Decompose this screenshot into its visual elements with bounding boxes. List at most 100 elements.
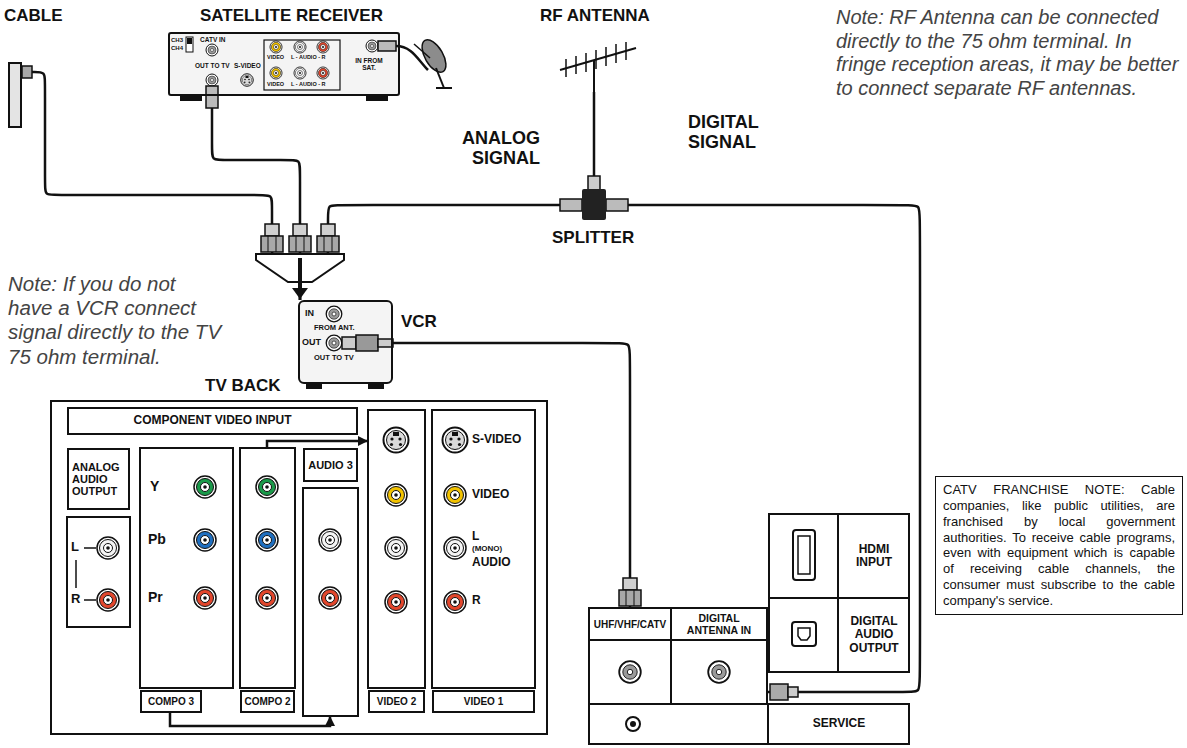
satellite-receiver: SATELLITE RECEIVERCH3CH4CATV INOUT TO TV…	[168, 32, 400, 96]
coax-plug	[356, 335, 378, 351]
coax-cable	[300, 205, 560, 300]
port-label: IN FROM SAT.	[348, 57, 390, 72]
port-cell: SERVICE	[588, 703, 910, 745]
signal-name: S-VIDEO	[472, 433, 521, 446]
coax-jack	[708, 661, 730, 683]
rca-jack	[194, 587, 216, 609]
input-group-header: COMPONENT VIDEO INPUT	[67, 407, 358, 435]
cell-divider	[767, 703, 769, 745]
antenna-mast	[593, 60, 595, 92]
rca-jack	[317, 41, 329, 53]
channel-label: R	[71, 592, 80, 607]
part-name: CABLE	[4, 6, 63, 25]
receiver-foot	[180, 96, 202, 101]
port-name: DIGITAL ANTENNA IN	[672, 609, 766, 640]
satellite-dish	[417, 36, 451, 76]
coax-plug	[378, 339, 393, 347]
tv-back-panel: TV BACKCOMPONENT VIDEO INPUTANALOG AUDIO…	[50, 400, 548, 735]
s-video-jack	[241, 74, 254, 87]
port-label: L - AUDIO - R	[291, 81, 326, 87]
signal-splitter: SPLITTER	[560, 190, 628, 220]
input-name: VIDEO 1	[432, 690, 535, 713]
coax-plug	[317, 224, 339, 252]
input-name: VIDEO 2	[368, 690, 425, 713]
rca-jack	[294, 67, 306, 79]
note-text: Note: If you do not have a VCR connect s…	[8, 272, 223, 369]
part-name: SATELLITE RECEIVER	[200, 6, 383, 25]
part-name: VCR	[401, 312, 437, 331]
group-name: COMPONENT VIDEO INPUT	[69, 409, 356, 433]
s-video-jack	[384, 428, 409, 453]
wall-outlet: CABLE	[8, 62, 22, 128]
signal-name: L	[472, 530, 479, 543]
signal-label: ANALOG SIGNAL	[436, 128, 540, 168]
jack-column: VIDEO 2	[368, 410, 425, 713]
rf-antenna: RF ANTENNA	[555, 36, 639, 92]
port-label: OUT TO TV	[314, 354, 354, 362]
jack-panel	[140, 448, 233, 688]
rca-jack	[319, 587, 341, 609]
coax-jack	[326, 306, 342, 322]
antenna-element	[605, 47, 607, 66]
port-label: VIDEO	[267, 54, 284, 60]
rca-jack	[444, 537, 466, 559]
rca-jack	[444, 484, 466, 506]
coax-jack	[326, 335, 342, 351]
port-label: OUT TO TV	[195, 62, 230, 69]
jack-column: S-VIDEOVIDEOL(MONO)AUDIORVIDEO 1	[432, 410, 535, 713]
leader-line	[84, 599, 96, 601]
port-label: S-VIDEO	[234, 62, 261, 69]
rca-jack	[270, 67, 282, 79]
port-label: VIDEO	[267, 81, 284, 87]
dish-arm	[414, 44, 430, 58]
port-label: FROM ANT.	[314, 324, 355, 332]
group-name: ANALOG AUDIO OUTPUT	[67, 448, 130, 510]
rca-jack	[256, 476, 278, 498]
port-name: SERVICE	[770, 705, 908, 743]
optical-port	[798, 628, 810, 640]
wall-plate	[8, 62, 22, 128]
leader-line	[75, 560, 77, 588]
coax-plug	[289, 224, 311, 252]
coax-plug	[770, 684, 788, 700]
coax-cable	[393, 343, 630, 607]
signal-name: Pr	[148, 590, 163, 606]
antenna-boom	[560, 48, 636, 70]
s-video-jack	[443, 428, 468, 453]
channel-switch	[187, 38, 192, 44]
rca-jack	[97, 589, 119, 611]
input-name: COMPO 3	[140, 690, 202, 713]
coax-cable	[22, 72, 300, 300]
signal-name: (MONO)	[472, 545, 502, 554]
antenna-element	[585, 53, 587, 72]
splitter-port	[606, 199, 628, 211]
rca-jack	[385, 537, 407, 559]
vcr: VCRINFROM ANT.OUTOUT TO TV	[298, 300, 393, 384]
jack-panel	[303, 488, 358, 716]
assignment-arrow	[170, 713, 330, 726]
receiver-body	[168, 32, 400, 96]
port-label: IN	[305, 308, 314, 318]
jack-column: AUDIO 3	[303, 448, 358, 716]
dish-mount	[436, 87, 452, 89]
rca-jack	[319, 529, 341, 551]
splitter-port	[588, 176, 600, 190]
av-jack-panel	[264, 40, 340, 90]
coax-jack	[206, 74, 218, 86]
coax-plug	[206, 86, 218, 108]
service-jack	[626, 717, 640, 731]
note-text: Note: RF Antenna can be connected direct…	[836, 6, 1181, 100]
port-label: CH3	[171, 37, 183, 44]
splitter-port	[560, 199, 582, 211]
signal-name: R	[472, 594, 481, 607]
channel-label: L	[71, 540, 79, 555]
hdmi-port	[793, 530, 815, 580]
port-label: CH4	[171, 45, 183, 52]
signal-name: AUDIO	[472, 556, 511, 569]
vcr-body	[298, 300, 393, 384]
jack-column: COMPO 2	[240, 448, 295, 713]
rca-jack	[385, 591, 407, 613]
jack-panel	[368, 410, 425, 688]
